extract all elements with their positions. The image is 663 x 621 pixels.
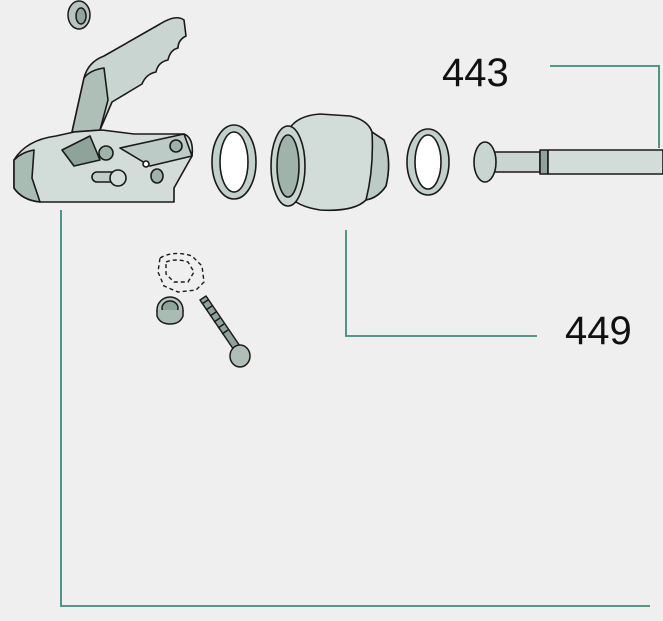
threaded-pin — [199, 295, 251, 368]
coupling-head-with-handle — [13, 16, 194, 203]
bushing-sleeve — [270, 113, 390, 212]
leader-lines — [60, 65, 660, 607]
leader-line-443 — [550, 65, 660, 148]
callout-label-443: 443 — [442, 51, 509, 95]
ring-seal-right — [406, 128, 450, 196]
leader-line-449 — [345, 230, 537, 337]
nut-hidden-outline — [157, 252, 205, 293]
small-nut — [156, 296, 184, 325]
callout-label-449: 449 — [565, 309, 632, 353]
frame-line — [60, 210, 650, 607]
ring-seal-left — [211, 124, 257, 200]
long-bolt-shaft — [473, 141, 663, 183]
small-washer-top — [67, 0, 91, 30]
